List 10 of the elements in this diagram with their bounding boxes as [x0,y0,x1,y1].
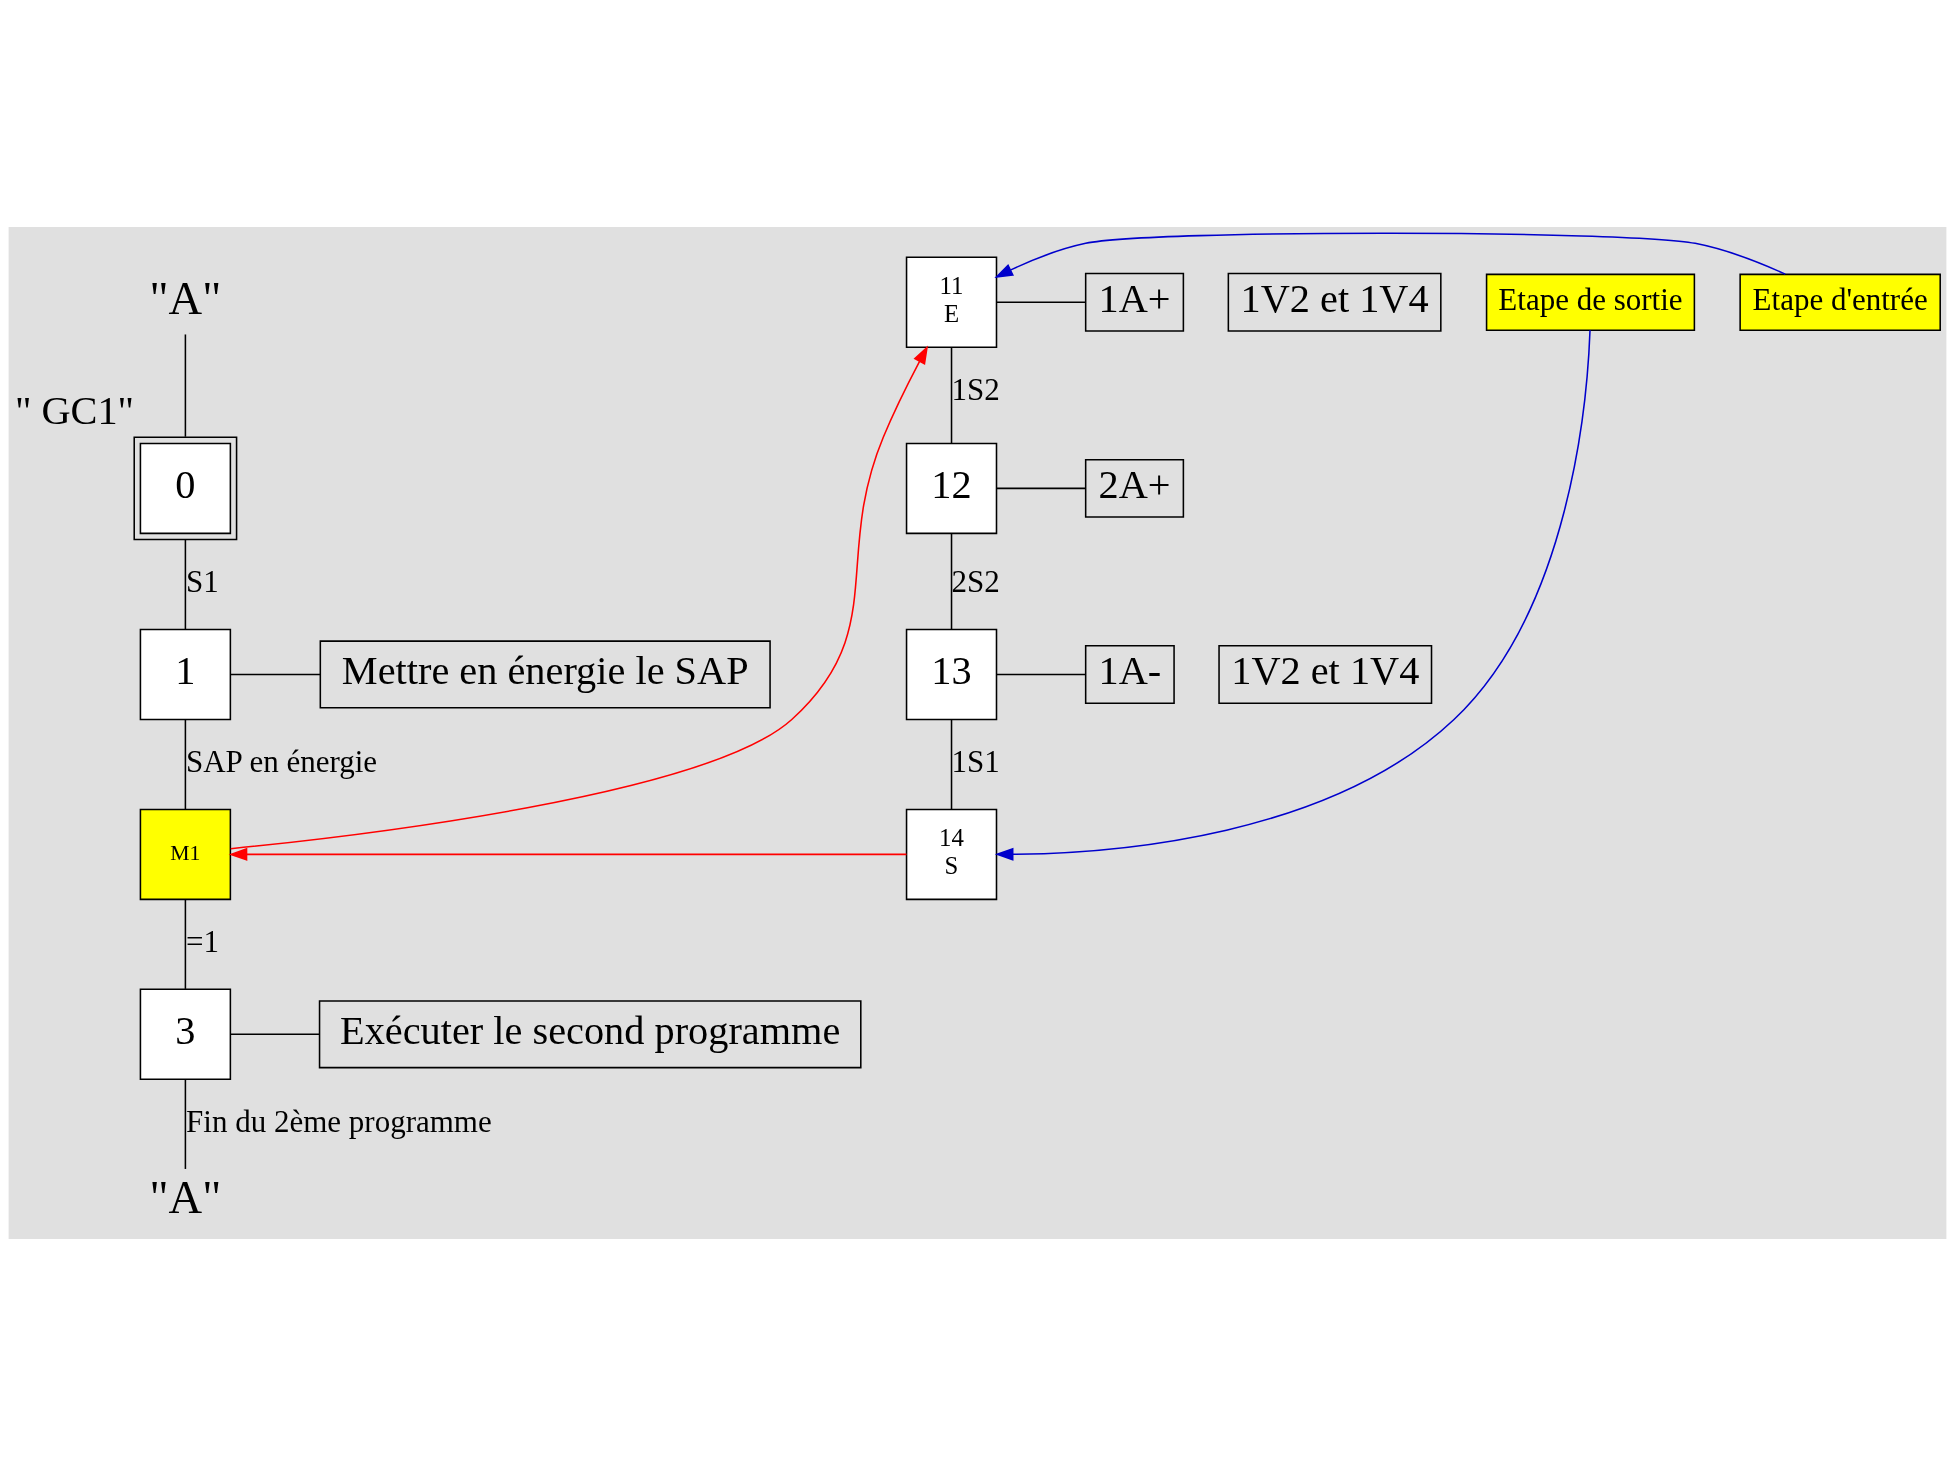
node-text: "A" [149,272,222,324]
edge-label: 2S2 [951,564,1000,600]
edge-label: 1S2 [951,371,1000,407]
edge-label: Fin du 2ème programme [186,1103,492,1139]
node-text: "A" [149,1171,222,1223]
node-label: " GC1" [14,388,135,434]
edge-label: 1S1 [951,744,1000,780]
edge-label: =1 [185,924,219,960]
edge-label: SAP en énergie [185,744,378,780]
edge-label: S1 [186,564,219,600]
